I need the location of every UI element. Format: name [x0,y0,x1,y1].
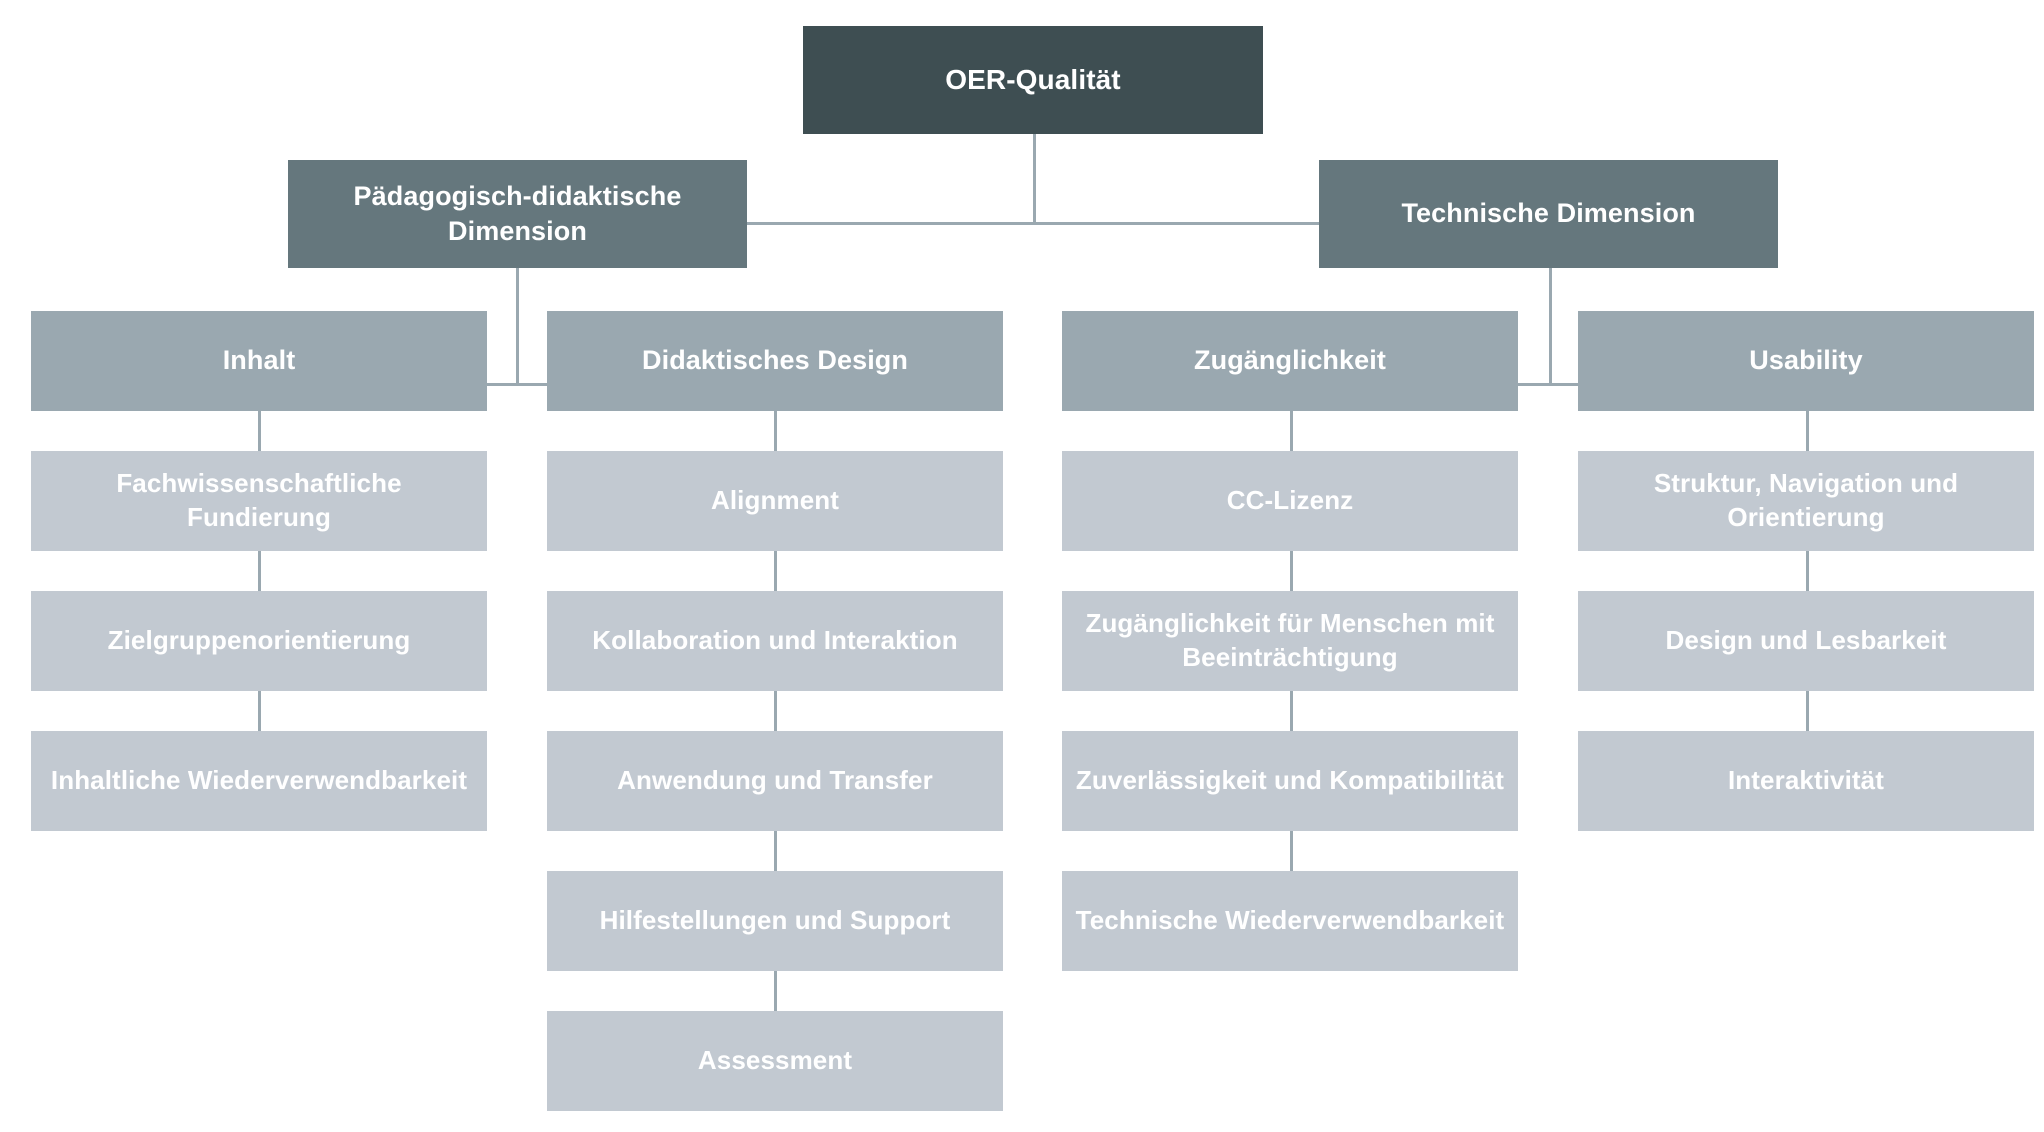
node-leaf-zugaenglichkeit-beeintraechtigung[interactable]: Zugänglichkeit für Menschen mit Beeinträ… [1062,591,1518,691]
connector-col2-1 [774,411,777,451]
node-leaf-technische-wiederverwendbarkeit[interactable]: Technische Wiederverwendbarkeit [1062,871,1518,971]
connector-right-dimension-down [1549,267,1552,384]
connector-right-category-spine [1290,383,1806,386]
connector-col2-5 [774,971,777,1011]
connector-col4-3 [1806,691,1809,731]
node-leaf-cc-lizenz[interactable]: CC-Lizenz [1062,451,1518,551]
node-category-zugaenglichkeit[interactable]: Zugänglichkeit [1062,311,1518,411]
connector-left-dimension-down [516,267,519,384]
node-leaf-zielgruppenorientierung[interactable]: Zielgruppenorientierung [31,591,487,691]
node-leaf-hilfestellungen-und-support[interactable]: Hilfestellungen und Support [547,871,1003,971]
connector-col3-3 [1290,691,1293,731]
node-leaf-design-und-lesbarkeit[interactable]: Design und Lesbarkeit [1578,591,2034,691]
connector-root-down [1033,133,1036,223]
node-leaf-struktur-navigation-orientierung[interactable]: Struktur, Navigation und Orientierung [1578,451,2034,551]
connector-col1-3 [258,691,261,731]
connector-col2-3 [774,691,777,731]
node-category-didaktisches-design[interactable]: Didaktisches Design [547,311,1003,411]
node-leaf-alignment[interactable]: Alignment [547,451,1003,551]
node-category-usability[interactable]: Usability [1578,311,2034,411]
connector-col4-2 [1806,551,1809,591]
node-leaf-inhaltliche-wiederverwendbarkeit[interactable]: Inhaltliche Wiederverwendbarkeit [31,731,487,831]
connector-col3-1 [1290,411,1293,451]
connector-col3-2 [1290,551,1293,591]
connector-col4-1 [1806,411,1809,451]
node-dimension-technisch[interactable]: Technische Dimension [1319,160,1778,268]
node-leaf-fachwissenschaftliche-fundierung[interactable]: Fachwissenschaftliche Fundierung [31,451,487,551]
node-root-oer-qualitaet[interactable]: OER-Qualität [803,26,1263,134]
connector-col2-4 [774,831,777,871]
connector-col1-1 [258,411,261,451]
connector-col2-2 [774,551,777,591]
node-leaf-anwendung-und-transfer[interactable]: Anwendung und Transfer [547,731,1003,831]
node-dimension-paedagogisch-didaktisch[interactable]: Pädagogisch-didaktische Dimension [288,160,747,268]
node-leaf-interaktivitaet[interactable]: Interaktivität [1578,731,2034,831]
connector-col1-2 [258,551,261,591]
connector-left-category-spine [258,383,774,386]
connector-dimension-spine [746,222,1320,225]
node-category-inhalt[interactable]: Inhalt [31,311,487,411]
node-leaf-kollaboration-und-interaktion[interactable]: Kollaboration und Interaktion [547,591,1003,691]
connector-col3-4 [1290,831,1293,871]
node-leaf-assessment[interactable]: Assessment [547,1011,1003,1111]
node-leaf-zuverlaessigkeit-kompatibilitaet[interactable]: Zuverlässigkeit und Kompatibilität [1062,731,1518,831]
